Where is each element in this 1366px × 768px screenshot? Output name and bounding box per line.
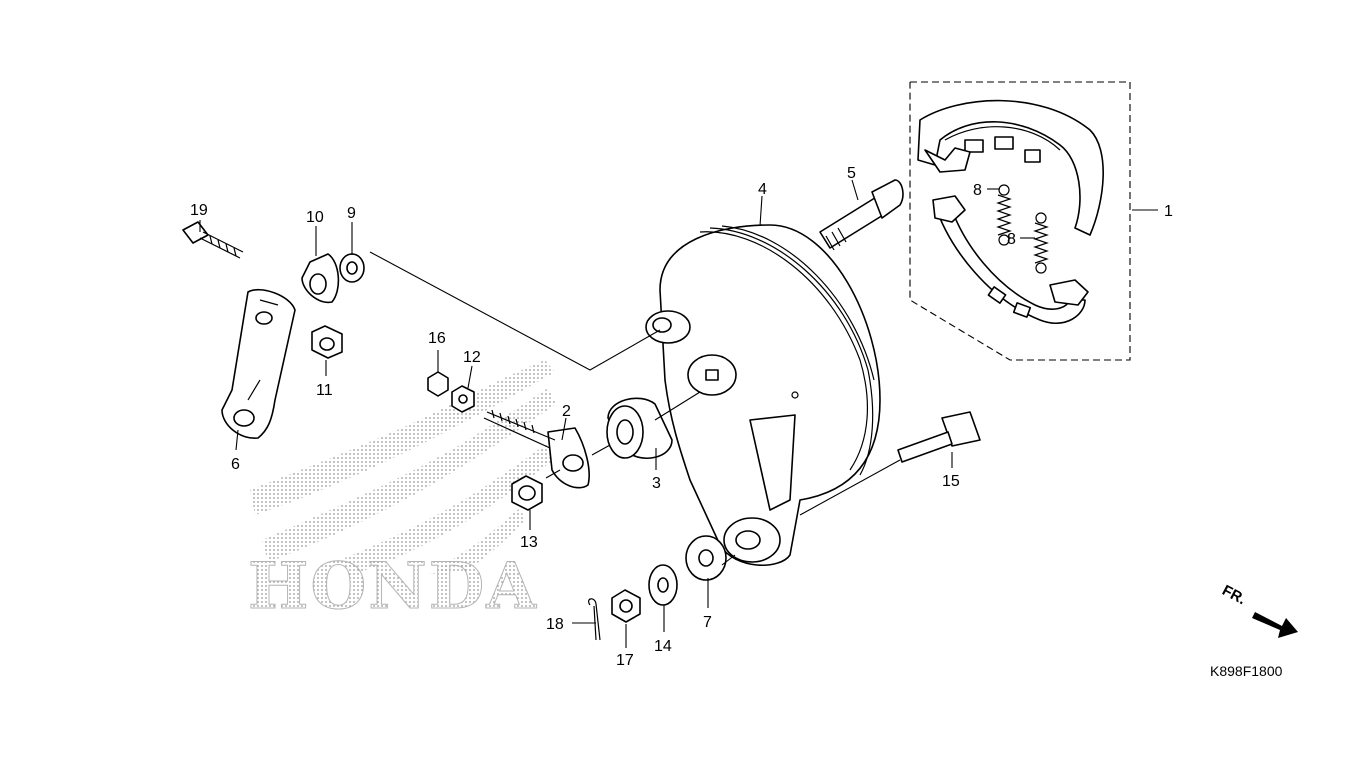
brake-cam [819,179,904,251]
callout-2: 2 [562,403,571,420]
callout-leaders [199,179,1158,648]
brake-shoe-lower [932,195,1089,325]
cotter-pin [588,598,601,641]
nut-16 [427,371,449,397]
callout-18: 18 [546,616,564,633]
nut-13 [511,475,543,511]
callout-14: 14 [654,638,672,655]
assembly-lines [369,251,901,566]
bolt-19 [182,221,244,259]
lock-plate [301,253,340,304]
callout-15: 15 [942,473,960,490]
callout-1: 1 [1164,203,1173,220]
honda-watermark-text: HONDA [248,549,538,624]
callout-12: 12 [463,349,481,366]
callout-8-upper: 8 [973,182,982,199]
front-direction-indicator: FR. [1219,582,1298,638]
bolt-15 [897,411,981,463]
callout-5: 5 [847,165,856,182]
brake-panel [645,224,881,566]
spring-lower [1033,212,1049,274]
washer-7 [685,535,727,581]
callout-10: 10 [306,209,324,226]
nut-17 [611,589,641,623]
spring-upper [996,184,1012,246]
callout-labels: 1 2 3 4 5 6 7 8 8 9 10 11 12 13 14 15 16… [190,165,1173,669]
nut-12 [451,385,475,413]
washer-14 [648,564,678,606]
callout-7: 7 [703,614,712,631]
torque-link-lever [221,288,296,439]
nut-11 [311,325,343,359]
callout-4: 4 [758,181,767,198]
callout-16: 16 [428,330,446,347]
honda-wing-logo [250,360,556,574]
callout-8-lower: 8 [1007,231,1016,248]
callout-11: 11 [316,382,333,399]
callout-6: 6 [231,456,240,473]
brake-shoe-group-box [909,81,1131,361]
fr-label: FR. [1219,582,1248,608]
front-arrow-icon [1252,612,1298,638]
washer-9 [339,253,365,283]
brake-arm [483,409,590,489]
callout-17: 17 [616,652,634,669]
callout-3: 3 [652,475,661,492]
collar [606,397,673,460]
brake-shoe-upper [917,99,1104,236]
callout-13: 13 [520,534,538,551]
callout-9: 9 [347,205,356,222]
callout-19: 19 [190,202,208,219]
figure-code: K898F1800 [1210,663,1283,679]
